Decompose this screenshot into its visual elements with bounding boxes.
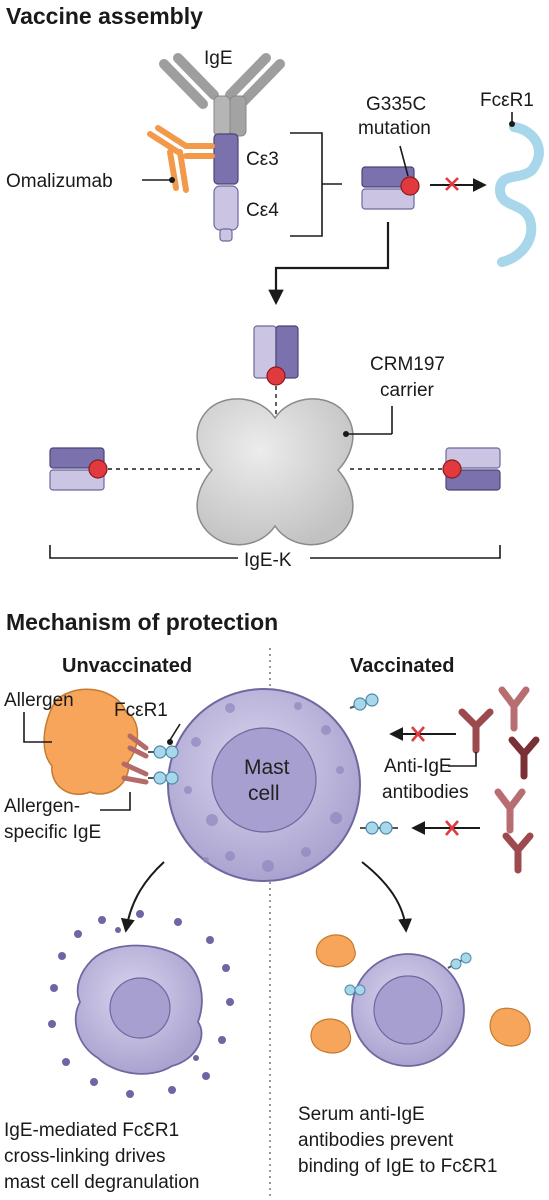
omalizumab-label: Omalizumab xyxy=(6,171,113,192)
left-fcer1-label: FcεR1 xyxy=(114,700,168,721)
block-cross-bottom-icon xyxy=(445,820,459,836)
ce4-label: Cε4 xyxy=(246,200,279,221)
mutation-label-2: mutation xyxy=(358,118,431,139)
free-allergens xyxy=(310,934,531,1054)
assembly-arrow xyxy=(268,222,390,306)
left-caption-3: mast cell degranulation xyxy=(4,1172,199,1193)
carrier-label-2: carrier xyxy=(380,380,435,401)
left-caption-1: IgE-mediated FcƐR1 xyxy=(4,1120,179,1141)
mast-cell-nucleus xyxy=(211,727,317,833)
left-caption-2: cross-linking drives xyxy=(4,1146,166,1167)
block-cross-icon xyxy=(445,177,459,191)
allergen-blob xyxy=(43,688,139,795)
right-caption-1: Serum anti-IgE xyxy=(298,1104,425,1125)
conjugate-top-unit xyxy=(253,325,299,386)
carrier-leader-dot xyxy=(343,431,349,437)
mechanism-title: Mechanism of protection xyxy=(6,609,278,635)
igek-label-bg xyxy=(238,548,310,570)
allergen-leader xyxy=(23,712,52,743)
anti-ige-label-2: antibodies xyxy=(382,782,469,803)
mast-label-1: Mast xyxy=(244,756,290,779)
mutation-leader xyxy=(399,145,409,177)
anti-ige-leader xyxy=(448,752,477,767)
right-caption-2: antibodies prevent xyxy=(298,1130,454,1151)
block-cross-top-icon xyxy=(411,726,425,742)
mast-cell-granules xyxy=(184,702,344,872)
carrier-label-1: CRM197 xyxy=(370,354,445,375)
released-granules xyxy=(48,910,234,1098)
protected-receptors xyxy=(344,952,472,996)
conjugate-left-unit xyxy=(49,447,108,491)
conjugate-right-unit xyxy=(442,447,501,491)
omalizumab-antibody xyxy=(147,125,215,193)
anti-ige-antibodies xyxy=(458,686,540,874)
protected-nucleus xyxy=(373,975,443,1045)
unvaccinated-label: Unvaccinated xyxy=(62,655,192,677)
fcer1-label: FcεR1 xyxy=(480,90,534,111)
omalizumab-leader-dot xyxy=(169,177,175,183)
igek-label: IgE-K xyxy=(244,550,292,571)
right-receptors xyxy=(349,693,398,835)
fcer1-leader-dot xyxy=(509,121,515,127)
domain-bracket xyxy=(290,132,342,237)
ce3-label: Cε3 xyxy=(246,149,279,170)
anti-ige-label-1: Anti-IgE xyxy=(384,756,452,777)
degranulating-nucleus xyxy=(109,977,171,1039)
mast-label-2: cell xyxy=(248,782,280,805)
ige-label: IgE xyxy=(204,48,233,69)
specific-ige-leader xyxy=(100,792,131,811)
right-caption-3: binding of IgE to FcƐR1 xyxy=(298,1156,497,1177)
specific-ige-label-2: specific IgE xyxy=(4,822,101,843)
mutation-label-1: G335C xyxy=(366,94,426,115)
left-fcer1-leader-dot xyxy=(167,739,173,745)
fcer1-receptor xyxy=(494,122,544,267)
arrow-to-protected-cell xyxy=(361,861,413,933)
crm197-carrier xyxy=(196,398,354,546)
ige-antibody xyxy=(159,53,285,137)
ce3-domain xyxy=(213,133,239,185)
allergen-label: Allergen xyxy=(4,690,74,711)
left-fcer1-leader xyxy=(169,723,181,741)
mutation-site xyxy=(400,176,420,196)
assembly-title: Vaccine assembly xyxy=(6,3,203,29)
ce4-domain xyxy=(213,185,239,242)
arrow-to-degranulation xyxy=(120,861,165,933)
specific-ige-label-1: Allergen- xyxy=(4,796,80,817)
vaccinated-label: Vaccinated xyxy=(350,655,455,677)
left-receptors xyxy=(121,733,179,785)
mutated-domain-unit xyxy=(361,166,420,210)
